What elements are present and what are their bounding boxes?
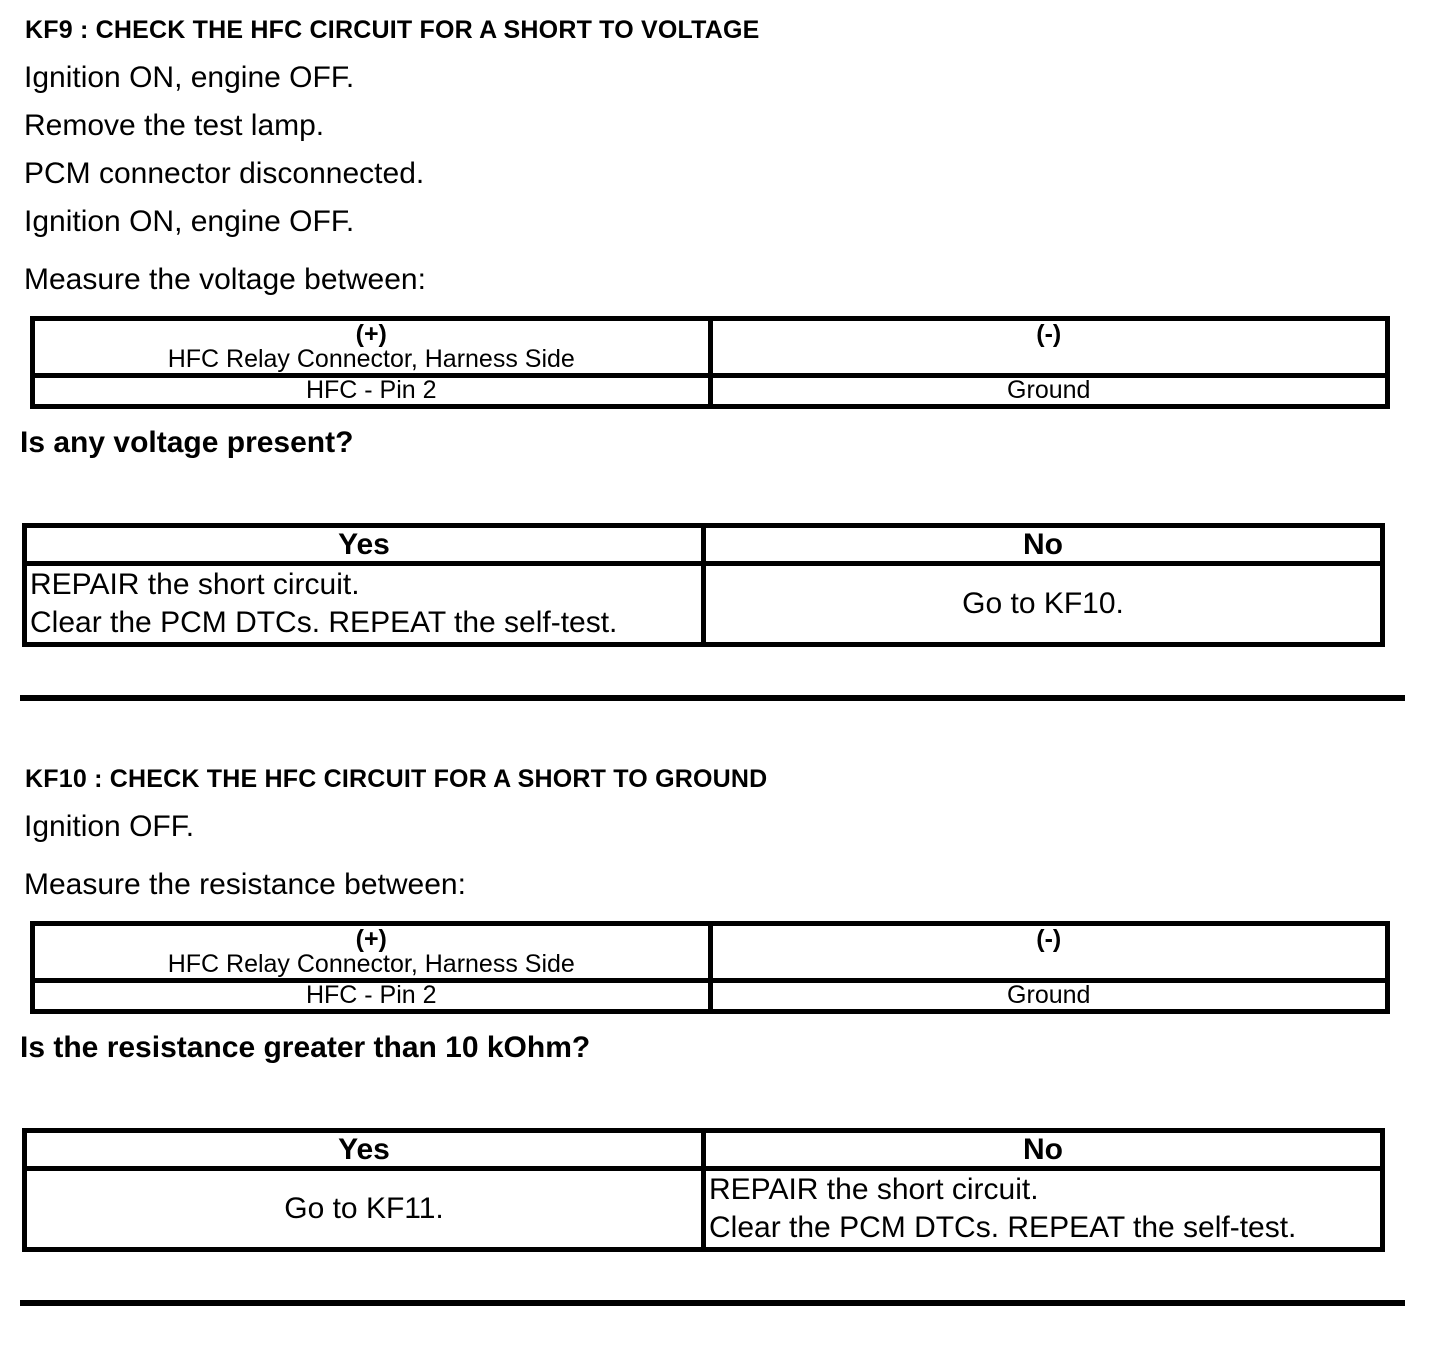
positive-lead-value: HFC - Pin 2 <box>30 978 713 1014</box>
pinpoint-test-kf9: KF9 : CHECK THE HFC CIRCUIT FOR A SHORT … <box>0 16 1440 701</box>
action-line: Clear the PCM DTCs. REPEAT the self-test… <box>709 1211 1297 1244</box>
action-line: Go to KF10. <box>962 587 1124 620</box>
plus-sign-label: (+) <box>355 320 387 348</box>
yes-no-decision-table: Yes No Go to KF11. REPAIR the short circ… <box>22 1128 1385 1252</box>
procedure-step: PCM connector disconnected. <box>24 157 425 190</box>
measure-instruction: Measure the resistance between: <box>24 868 466 901</box>
action-line: Clear the PCM DTCs. REPEAT the self-test… <box>30 606 618 639</box>
procedure-step: Ignition ON, engine OFF. <box>24 205 355 238</box>
procedure-step: Ignition ON, engine OFF. <box>24 61 355 94</box>
positive-lead-label: HFC Relay Connector, Harness Side <box>167 345 575 373</box>
no-action-cell: REPAIR the short circuit. Clear the PCM … <box>701 1166 1385 1252</box>
table-row: Go to KF11. REPAIR the short circuit. Cl… <box>22 1166 1385 1252</box>
procedure-step: Remove the test lamp. <box>24 109 325 142</box>
negative-lead-value: Ground <box>707 373 1390 409</box>
no-column-header: No <box>701 1128 1385 1171</box>
negative-lead-header-cell: (-) <box>707 316 1390 378</box>
table-header-row: Yes No <box>22 1128 1385 1171</box>
action-line: REPAIR the short circuit. <box>709 1173 1039 1206</box>
no-column-header: No <box>701 523 1385 566</box>
no-action-cell: Go to KF10. <box>701 561 1385 647</box>
table-header-row: Yes No <box>22 523 1385 566</box>
positive-lead-header-cell: (+) HFC Relay Connector, Harness Side <box>30 921 713 983</box>
procedure-step: Ignition OFF. <box>24 810 195 843</box>
yes-column-header: Yes <box>22 523 706 566</box>
pinpoint-test-kf10: KF10 : CHECK THE HFC CIRCUIT FOR A SHORT… <box>0 765 1440 1306</box>
positive-lead-value: HFC - Pin 2 <box>30 373 713 409</box>
section-divider <box>20 695 1405 701</box>
negative-lead-value: Ground <box>707 978 1390 1014</box>
positive-lead-label: HFC Relay Connector, Harness Side <box>167 950 575 978</box>
table-row: HFC - Pin 2 Ground <box>30 978 1390 1014</box>
positive-lead-header-cell: (+) HFC Relay Connector, Harness Side <box>30 316 713 378</box>
negative-lead-header-cell: (-) <box>707 921 1390 983</box>
measurement-points-table: (+) HFC Relay Connector, Harness Side (-… <box>30 316 1390 409</box>
minus-sign-label: (-) <box>1036 320 1062 348</box>
decision-question: Is the resistance greater than 10 kOhm? <box>20 1031 591 1064</box>
action-line: Go to KF11. <box>284 1192 444 1225</box>
table-header-row: (+) HFC Relay Connector, Harness Side (-… <box>30 316 1390 378</box>
decision-question: Is any voltage present? <box>20 426 354 459</box>
yes-column-header: Yes <box>22 1128 706 1171</box>
section-divider <box>20 1300 1405 1306</box>
table-header-row: (+) HFC Relay Connector, Harness Side (-… <box>30 921 1390 983</box>
table-row: REPAIR the short circuit. Clear the PCM … <box>22 561 1385 647</box>
section-title-kf10: KF10 : CHECK THE HFC CIRCUIT FOR A SHORT… <box>25 765 768 793</box>
yes-no-decision-table: Yes No REPAIR the short circuit. Clear t… <box>22 523 1385 647</box>
minus-sign-label: (-) <box>1036 925 1062 953</box>
table-row: HFC - Pin 2 Ground <box>30 373 1390 409</box>
plus-sign-label: (+) <box>355 925 387 953</box>
yes-action-cell: Go to KF11. <box>22 1166 706 1252</box>
action-line: REPAIR the short circuit. <box>30 568 360 601</box>
measurement-points-table: (+) HFC Relay Connector, Harness Side (-… <box>30 921 1390 1014</box>
yes-action-cell: REPAIR the short circuit. Clear the PCM … <box>22 561 706 647</box>
section-title-kf9: KF9 : CHECK THE HFC CIRCUIT FOR A SHORT … <box>25 16 760 44</box>
measure-instruction: Measure the voltage between: <box>24 263 426 296</box>
